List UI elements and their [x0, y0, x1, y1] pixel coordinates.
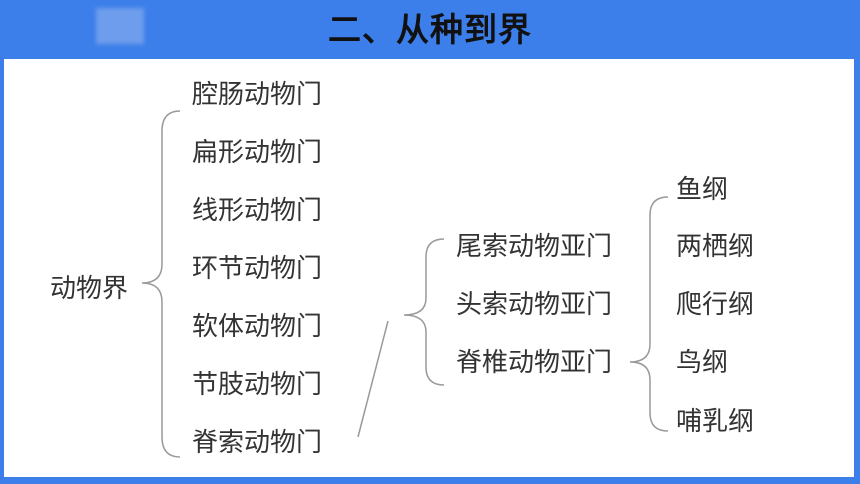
slide-title: 二、从种到界: [328, 10, 532, 49]
brace-subphyla: [403, 238, 445, 386]
class-label: 爬行纲: [676, 290, 755, 320]
phylum-label: 节肢动物门: [192, 370, 323, 400]
phylum-label: 环节动物门: [192, 254, 323, 284]
phylum-label: 腔肠动物门: [192, 80, 323, 110]
phylum-label: 软体动物门: [192, 312, 323, 342]
class-label: 鸟纲: [676, 348, 729, 378]
subphylum-label: 头索动物亚门: [456, 290, 613, 320]
brace-root: [141, 110, 181, 458]
class-label: 哺乳纲: [676, 407, 755, 437]
connector-line: [357, 320, 389, 438]
subphylum-label: 脊椎动物亚门: [456, 348, 613, 378]
bracket-lines: [141, 110, 669, 458]
blurred-watermark: [96, 8, 144, 44]
phylum-label: 脊索动物门: [192, 428, 323, 458]
class-label: 两栖纲: [676, 232, 755, 262]
content-panel: 动物界 腔肠动物门 扁形动物门 线形动物门 环节动物门 软体动物门 节肢动物门 …: [4, 59, 854, 477]
root-label: 动物界: [50, 274, 129, 304]
class-label: 鱼纲: [676, 175, 729, 205]
brace-classes: [629, 196, 669, 432]
phylum-label: 线形动物门: [192, 196, 323, 226]
subphylum-label: 尾索动物亚门: [456, 232, 613, 262]
phylum-label: 扁形动物门: [192, 138, 323, 168]
